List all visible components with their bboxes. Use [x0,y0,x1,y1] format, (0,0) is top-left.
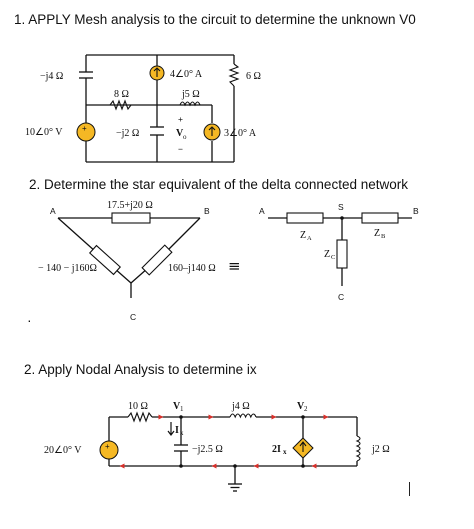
circuit-3: + 20∠0° V 10 Ω V 1 −j2.5 Ω I x j4 Ω V 2 … [44,401,390,492]
c3-v2-sub: 2 [304,405,308,413]
c3-ix-arrow-icon [167,422,175,436]
c2-node-b-left: B [204,206,210,216]
c3-inductor-j2-label: j2 Ω [371,444,390,455]
c3-v2-label: V [297,401,305,412]
c2-node-b-right: B [413,206,419,216]
c3-dep-source-label: 2I [272,444,281,455]
c2-star-zb-label: Z [374,228,380,239]
c2-delta-right-label: 160–j140 Ω [168,263,216,274]
c3-v1-sub: 1 [180,405,184,413]
c2-star-zb-sub: B [381,233,386,240]
c3-dep-source-sub: x [283,448,287,456]
c1-vo-label: V [176,128,184,139]
svg-text:+: + [105,442,110,451]
c2-equivalence-symbol: ≡ [228,257,241,275]
c3-inductor-j4-label: j4 Ω [231,401,250,412]
c1-resistor-8-label: 8 Ω [114,89,129,100]
c1-inductor-j5-icon [179,101,201,107]
c3-inductor-j4-icon [229,413,257,419]
c3-resistor-10-icon [127,411,153,423]
circuit-2-delta: A B C 17.5+j20 Ω − 140 − j160Ω 160–j140 … [38,200,241,322]
c1-resistor-8-icon [109,99,132,111]
c3-ground-icon [228,483,242,492]
c1-voltage-source-icon [76,122,96,142]
c3-ix-sub: x [180,429,184,437]
svg-text:+: + [82,124,87,133]
c2-node-c-right: C [338,292,344,302]
question-3-heading: 2. Apply Nodal Analysis to determine ix [24,362,257,377]
c2-delta-top-label: 17.5+j20 Ω [107,200,153,211]
c2-star-za-label: Z [300,230,306,241]
circuit-2-star: A S B C Z A Z B Z C [259,202,419,302]
c3-voltage-source-label: 20∠0° V [44,445,82,456]
c1-current-source-right-label: 3∠0° A [224,128,257,139]
c1-current-source-top-label: 4∠0° A [170,69,203,80]
c2-star-zb-icon [361,212,399,224]
c2-node-a-right: A [259,206,265,216]
c2-node-c-left: C [130,312,136,322]
c1-vo-minus: − [178,144,183,154]
c1-cap-mid-label: −j2 Ω [116,128,139,139]
c1-vo-plus: + [178,114,183,124]
circuit-1: −j4 Ω 4∠0° A 6 Ω 8 Ω j5 Ω + 10∠0° V −j2 … [25,54,261,163]
c2-delta-left-label: − 140 − j160Ω [38,263,97,274]
c2-star-zc-label: Z [324,249,330,260]
c3-resistor-10-label: 10 Ω [128,401,148,412]
c2-node-a-left: A [50,206,56,216]
c1-resistor-6-icon [228,63,240,87]
c2-star-zc-sub: C [331,254,335,261]
text-cursor [409,482,410,496]
c3-v1-label: V [173,401,181,412]
c2-node-s: S [338,202,344,212]
c3-inductor-j2-icon [355,435,361,462]
c2-star-zc-icon [336,239,348,269]
c2-delta-top-impedance-icon [111,212,151,224]
c3-cap-label: −j2.5 Ω [192,444,223,455]
question-1-heading: 1. APPLY Mesh analysis to the circuit to… [14,12,416,27]
c2-star-za-sub: A [307,235,312,242]
c3-ix-label: I [175,425,179,436]
c2-star-za-icon [286,212,324,224]
c1-resistor-6-label: 6 Ω [246,71,261,82]
question-2-heading: 2. Determine the star equivalent of the … [29,177,408,192]
c1-vo-sub: o [183,133,187,141]
c2-delta-left-impedance-icon [88,244,122,276]
c1-voltage-source-label: 10∠0° V [25,127,63,138]
c3-voltage-source-icon [99,440,119,460]
bullet-dot: · [27,312,32,328]
c1-cap-left-label: −j4 Ω [40,71,63,82]
c2-delta-right-impedance-icon [141,244,173,276]
c1-inductor-j5-label: j5 Ω [181,89,200,100]
